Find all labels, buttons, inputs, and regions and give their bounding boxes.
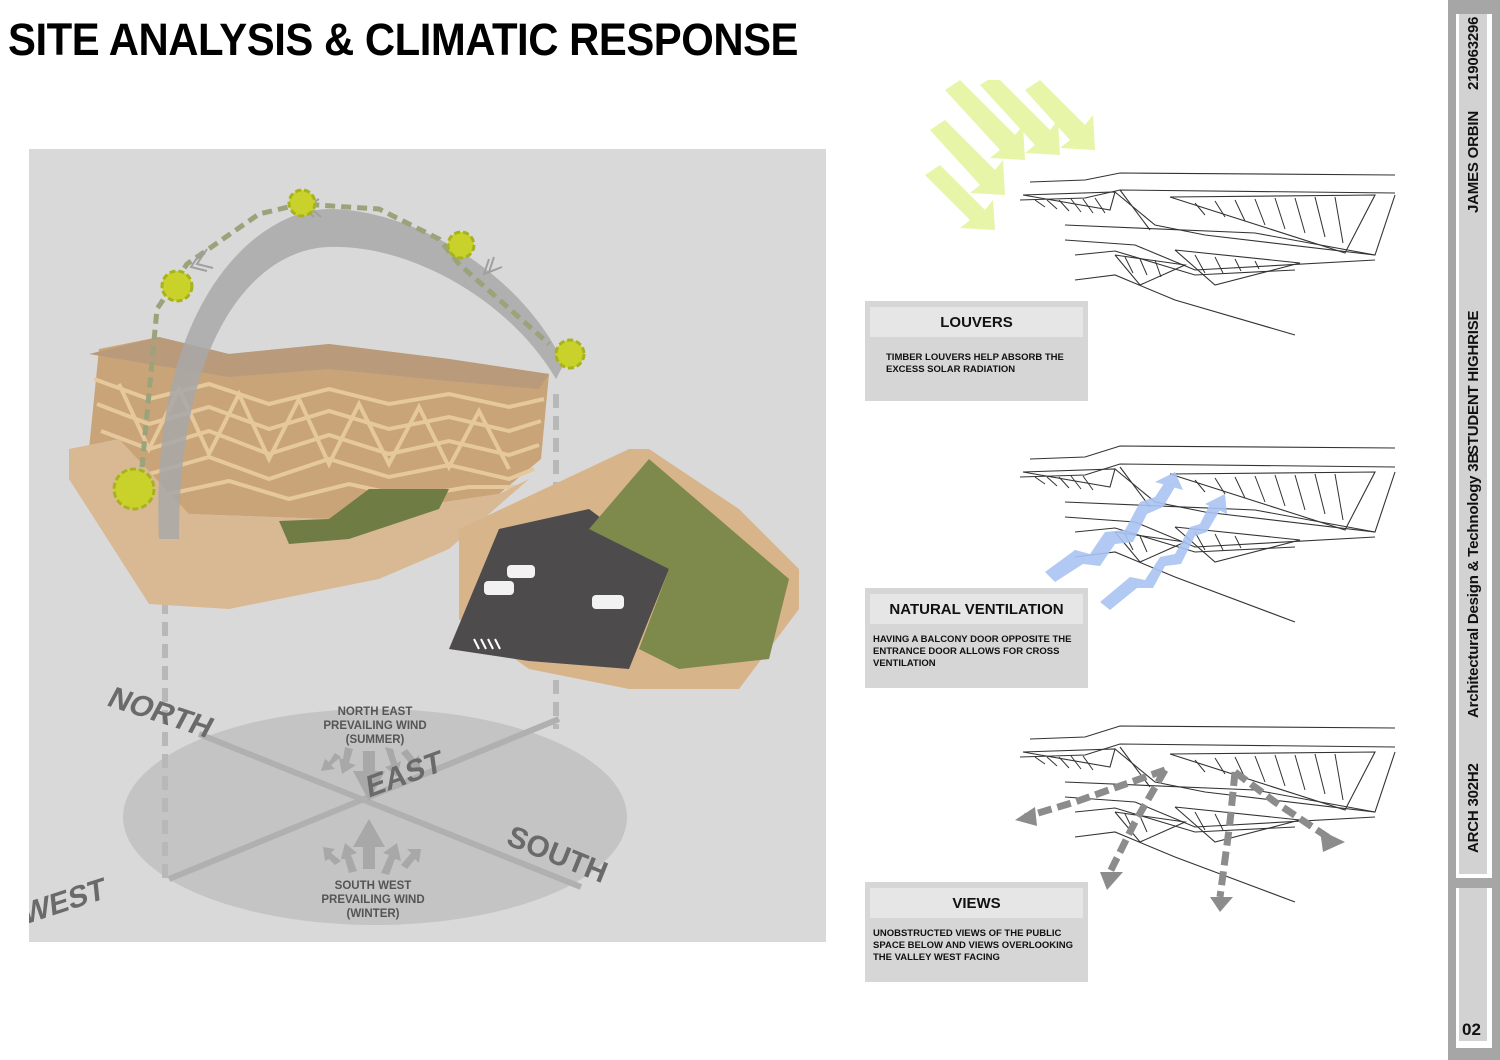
winter-wind-label-1: SOUTH WEST (335, 880, 412, 892)
winter-wind-label-2: PREVAILING WIND (321, 894, 424, 906)
compass-west-label: WEST (29, 872, 107, 932)
page-title: SITE ANALYSIS & CLIMATIC RESPONSE (8, 14, 798, 65)
sun-icon (112, 467, 156, 511)
sun-icon (554, 338, 586, 370)
course-code: ARCH 302H2 (1465, 763, 1482, 853)
view-arrows-icon (1023, 766, 1337, 898)
strategy-description: TIMBER LOUVERS HELP ABSORB THE EXCESS SO… (886, 352, 1064, 375)
title-block-strip (1448, 0, 1500, 1060)
student-number: 219063296 (1465, 16, 1482, 90)
strategy-card-views: VIEWS UNOBSTRUCTED VIEWS OF THE PUBLIC S… (865, 882, 1088, 982)
title-block-info (1456, 14, 1492, 878)
louver-sketch-1 (1019, 172, 1396, 336)
sun-rays-icon (925, 80, 1095, 230)
summer-wind-arrows (321, 747, 421, 801)
project-name: STUDENT HIGHRISE (1465, 310, 1482, 455)
compass-ellipse (123, 709, 627, 925)
summer-wind-label-1: NORTH EAST (338, 706, 413, 718)
winter-wind-label-3: (WINTER) (346, 908, 399, 920)
sun-icon (287, 188, 317, 218)
site-diagram: NORTH EAST WEST SOUTH NORTH EAST PREVAIL… (29, 188, 799, 932)
course-name: Architectural Design & Technology 3B (1465, 452, 1482, 718)
compass-axis-nw-se (197, 731, 583, 890)
louver-sketch-2 (1019, 445, 1396, 623)
strategy-title: VIEWS (870, 888, 1083, 918)
sun-positions (112, 188, 586, 511)
strategy-card-louvers: LOUVERS TIMBER LOUVERS HELP ABSORB THE E… (865, 301, 1088, 401)
sun-icon (160, 269, 194, 303)
strategy-title: LOUVERS (870, 307, 1083, 337)
strategy-description: HAVING A BALCONY DOOR OPPOSITE THE ENTRA… (873, 634, 1072, 669)
page-number: 02 (1462, 1020, 1481, 1039)
compass-north-label: NORTH (102, 682, 219, 744)
summer-wind-label-2: PREVAILING WIND (323, 720, 426, 732)
title-block-page (1456, 888, 1492, 1048)
strategy-card-natural-ventilation: NATURAL VENTILATION HAVING A BALCONY DOO… (865, 588, 1088, 688)
student-name: JAMES ORBIN (1465, 111, 1482, 213)
louver-sketch-3 (1015, 725, 1396, 912)
airflow-arrows-icon (1045, 472, 1227, 610)
summer-wind-label-3: (SUMMER) (346, 734, 405, 746)
strategy-title: NATURAL VENTILATION (870, 594, 1083, 624)
site-analysis-panel: NORTH EAST WEST SOUTH NORTH EAST PREVAIL… (29, 149, 826, 942)
strategy-description: UNOBSTRUCTED VIEWS OF THE PUBLIC SPACE B… (873, 928, 1074, 963)
winter-wind-arrows (323, 819, 421, 875)
sun-icon (446, 230, 476, 260)
